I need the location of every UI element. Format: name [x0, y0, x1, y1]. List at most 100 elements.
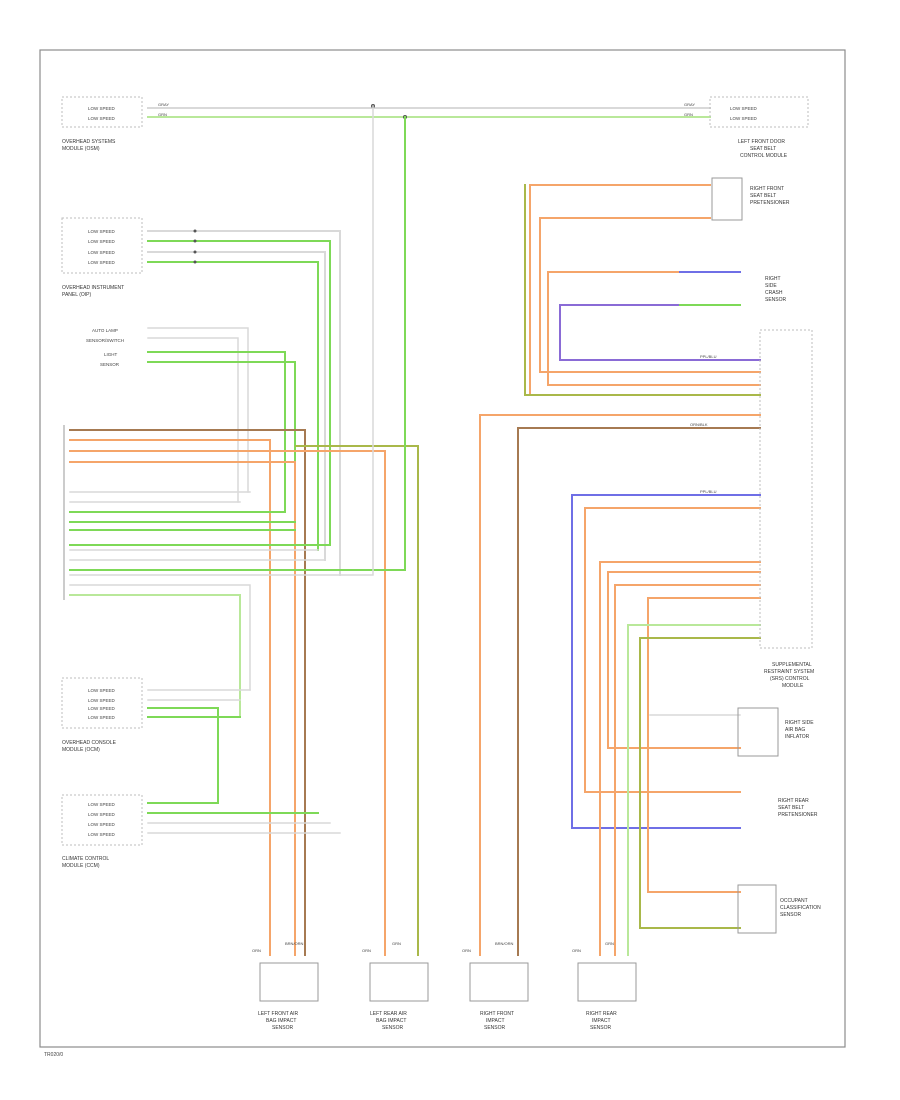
right-sensor: RIGHT SIDE CRASH SENSOR [765, 276, 787, 303]
component-caption: BAG IMPACT [266, 1018, 296, 1024]
top-wire-labels: GRAY GRN GRAY GRN PPL/BLU PPL/BLU ORN/BL… [158, 102, 717, 494]
component-caption: BAG IMPACT [376, 1018, 406, 1024]
pin-label: LOW SPEED [88, 106, 116, 111]
wire-c-orn-4 [69, 461, 296, 956]
component-caption: SENSOR [765, 297, 787, 303]
wire-r-blue-2 [571, 494, 761, 829]
module-box [709, 96, 809, 128]
pin-label: LOW SPEED [88, 832, 116, 837]
pin-label: LOW SPEED [730, 116, 758, 121]
bottom-sensor-4: RIGHT REAR IMPACT SENSOR [577, 962, 637, 1031]
wire-ll-3 [147, 707, 219, 804]
bottom-sensor-1: LEFT FRONT AIR BAG IMPACT SENSOR [258, 962, 319, 1031]
wire-label: GRAY [684, 102, 695, 107]
wire-c-orn-1 [69, 429, 306, 956]
wire-r-orn-9 [647, 597, 761, 893]
component-caption: LEFT REAR AIR [370, 1011, 407, 1017]
pin-label: LOW SPEED [88, 706, 116, 711]
component-caption: SENSOR [484, 1025, 506, 1031]
pin-label: LOW SPEED [88, 715, 116, 720]
pin-label: LOW SPEED [88, 812, 116, 817]
component-caption: RIGHT [765, 276, 781, 282]
sensor-box [737, 884, 777, 934]
component-caption: SEAT BELT [750, 193, 776, 199]
right-occupant: OCCUPANT CLASSIFICATION SENSOR [737, 884, 821, 934]
pin-label: LOW SPEED [88, 802, 116, 807]
wire-label: GRN [158, 112, 167, 117]
splice-dot [193, 250, 197, 254]
splice-dot [193, 239, 197, 243]
left-top-module: LOW SPEED LOW SPEED OVERHEAD SYSTEMS MOD… [61, 96, 143, 152]
module-box [61, 677, 143, 729]
inflator-box [737, 707, 779, 757]
component-caption: PRETENSIONER [750, 200, 790, 206]
wire-ip-2 [147, 240, 331, 546]
component-caption: MODULE (OCM) [62, 747, 100, 753]
component-caption: RIGHT REAR [778, 798, 809, 804]
component-caption: MODULE (OSM) [62, 146, 100, 152]
component-caption: SENSOR [590, 1025, 612, 1031]
component-caption: RESTRAINT SYSTEM [764, 669, 814, 675]
left-lower-2: LOW SPEED LOW SPEED LOW SPEED LOW SPEED … [61, 794, 143, 869]
right-inflator: RIGHT SIDE AIR BAG INFLATOR [737, 707, 814, 757]
wire-c-orn-3 [69, 450, 386, 956]
right-rear-belt: RIGHT REAR SEAT BELT PRETENSIONER [778, 798, 818, 818]
bottom-sensor-2: LEFT REAR AIR BAG IMPACT SENSOR [369, 962, 429, 1031]
wire-al-1 [147, 327, 249, 493]
sensor-box [259, 962, 319, 1002]
wire-c-long [295, 445, 419, 956]
component-caption: SEAT BELT [750, 146, 776, 152]
component-caption: IMPACT [592, 1018, 611, 1024]
pin-label: LOW SPEED [88, 688, 116, 693]
component-caption: PRETENSIONER [778, 812, 818, 818]
wire-c-orn-2 [69, 439, 271, 956]
component-caption: INFLATOR [785, 734, 810, 740]
component-caption: SIDE [765, 283, 777, 289]
component-caption: MODULE [782, 683, 804, 689]
component-caption: MODULE (CCM) [62, 863, 100, 869]
diagram-frame [39, 49, 846, 1048]
component-caption: AIR BAG [785, 727, 805, 733]
pin-label: LOW SPEED [88, 698, 116, 703]
component-caption: CRASH [765, 290, 783, 296]
wire-r-orn-7 [607, 571, 761, 749]
wire-c-gray-5 [69, 105, 374, 576]
wire-r-grn-3 [639, 637, 761, 929]
wire-ip-1 [147, 230, 341, 576]
left-auto-lamp: AUTO LAMP SENSOR/SWITCH LIGHT SENSOR [86, 328, 124, 367]
wire-label: BRN/ORN [495, 941, 514, 946]
splice-dot [193, 260, 197, 264]
pin-label: LOW SPEED [88, 250, 116, 255]
pretensioner-box [711, 177, 743, 221]
wire-label: ORN/BLK [690, 422, 708, 427]
wire-r-grn-2 [627, 624, 761, 956]
wire-label: PPL/BLU [700, 354, 717, 359]
module-box [759, 329, 813, 649]
wire-ip-3 [147, 251, 326, 561]
component-caption: RIGHT SIDE [785, 720, 814, 726]
pin-label: LOW SPEED [730, 106, 758, 111]
right-main-module: SUPPLEMENTAL RESTRAINT SYSTEM (SRS) CONT… [759, 329, 814, 689]
wire-label: BRN/ORN [285, 941, 304, 946]
component-caption: LEFT FRONT DOOR [738, 139, 785, 145]
sensor-box [369, 962, 429, 1002]
component-caption: RIGHT FRONT [480, 1011, 514, 1017]
sensor-box [469, 962, 529, 1002]
pin-label: LOW SPEED [88, 116, 116, 121]
wire-label: ORN [462, 948, 471, 953]
wire-label: GRN [605, 941, 614, 946]
wire-r-orn-4 [479, 414, 761, 956]
sensor-label: SENSOR/SWITCH [86, 338, 124, 343]
left-instrument: LOW SPEED LOW SPEED LOW SPEED LOW SPEED … [61, 217, 197, 298]
bottom-sensor-3: RIGHT FRONT IMPACT SENSOR [469, 962, 529, 1031]
footer-code: TR020/0 [44, 1052, 63, 1058]
pin-label: LOW SPEED [88, 822, 116, 827]
wire-c-gray-6 [69, 584, 251, 691]
wire-c-grn-5 [69, 116, 406, 571]
module-box [61, 794, 143, 846]
component-caption: OCCUPANT [780, 898, 808, 904]
splice-dot [193, 229, 197, 233]
wire-label: ORN [362, 948, 371, 953]
component-caption: IMPACT [486, 1018, 505, 1024]
